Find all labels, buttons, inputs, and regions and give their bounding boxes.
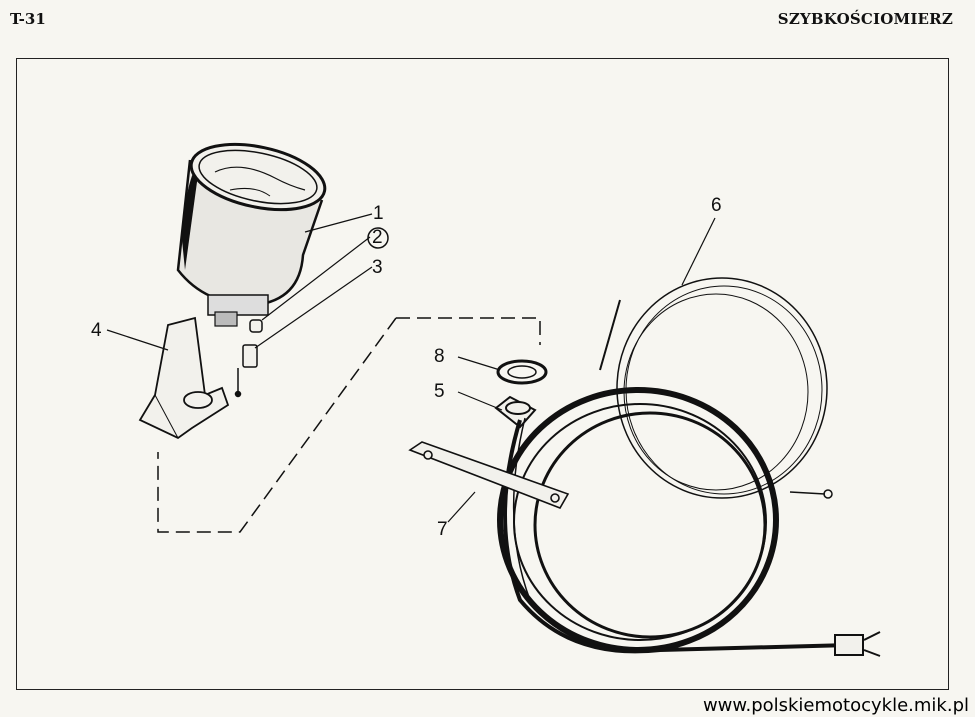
callout-7: 7: [437, 519, 448, 540]
callout-8: 8: [434, 346, 445, 367]
callout-2-circle: [367, 227, 389, 249]
callout-2: 2: [372, 227, 383, 248]
cable-nut: [494, 395, 537, 429]
leader-lines: [106, 213, 716, 523]
dashed-group-line: [157, 317, 541, 533]
speedometer-body: [176, 142, 327, 327]
callout-6: 6: [711, 195, 722, 216]
callout-4: 4: [91, 320, 102, 341]
page-title: SZYBKOŚCIOMIERZ: [777, 10, 953, 28]
page-code: T-31: [10, 10, 46, 28]
diagram-frame: [16, 58, 949, 690]
bracket: [138, 316, 230, 440]
drive-cable-coil: [599, 277, 833, 499]
cable-clip: [408, 441, 570, 509]
fittings: [234, 319, 263, 398]
website-link[interactable]: www.polskiemotocykle.mik.pl: [702, 695, 969, 716]
ring: [496, 359, 548, 385]
speedometer-cable: [497, 387, 881, 657]
callout-1: 1: [373, 203, 384, 224]
callout-5: 5: [434, 381, 445, 402]
callout-3: 3: [372, 257, 383, 278]
